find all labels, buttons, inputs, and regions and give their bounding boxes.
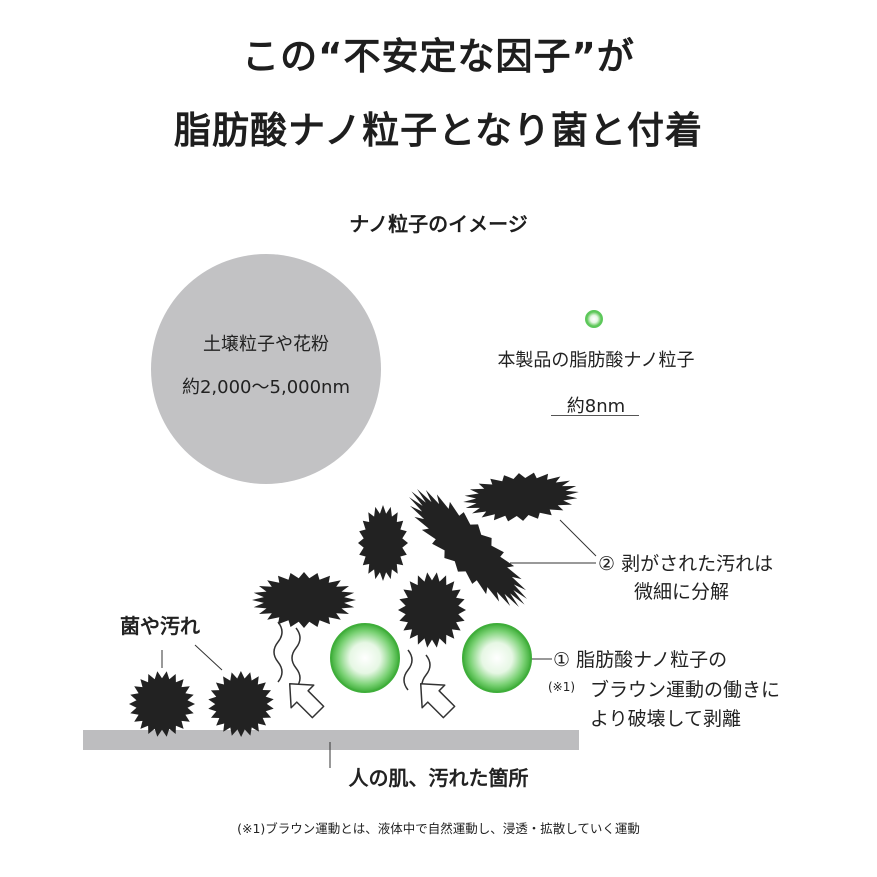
step1-marker: ① <box>553 649 571 671</box>
step2-text-line1: 剥がされた汚れは <box>621 553 774 575</box>
step1-text-line2: ブラウン運動の働きに <box>590 679 781 701</box>
step1-text-line3: より破壊して剥離 <box>590 708 742 730</box>
bacteria-dirt-label: 菌や汚れ <box>120 614 200 638</box>
step2-label: ② 剥がされた汚れは <box>598 550 773 578</box>
dirt-spiky-icon <box>358 505 408 581</box>
arrow-icon <box>419 682 456 719</box>
footnote: (※1)ブラウン運動とは、液体中で自然運動し、浸透・拡散していく運動 <box>237 821 640 836</box>
step2-pointer-line <box>559 519 597 557</box>
dirt-spiky-icon <box>208 670 274 738</box>
dirt-spiky-icon <box>409 489 527 607</box>
nano-particle-icon <box>330 623 400 693</box>
large-particle-name: 土壌粒子や花粉 <box>203 334 329 355</box>
nano-particle-size: 約8nm <box>566 396 626 417</box>
main-title-line1: この“不安定な因子”が <box>242 35 635 78</box>
step1-label: ① 脂肪酸ナノ粒子の <box>553 646 727 674</box>
step2-marker: ② <box>598 553 616 575</box>
skin-surface <box>83 730 579 750</box>
nano-particle-icon <box>585 310 603 328</box>
bacteria-pointer-line <box>194 644 223 671</box>
step1-text-line1: 脂肪酸ナノ粒子の <box>576 649 728 671</box>
wavy-motion-icon <box>273 621 283 683</box>
arrow-icon <box>288 682 325 719</box>
nano-particle-icon <box>462 623 532 693</box>
dirt-spiky-icon <box>129 671 195 737</box>
wavy-motion-icon <box>291 627 301 689</box>
dirt-spiky-icon <box>398 572 466 648</box>
nano-particle-name: 本製品の脂肪酸ナノ粒子 <box>497 350 695 371</box>
dirt-spiky-icon <box>463 472 579 522</box>
nano-size-underline <box>551 415 639 416</box>
skin-label: 人の肌、汚れた箇所 <box>348 766 529 790</box>
large-particle-size: 約2,000〜5,000nm <box>181 377 350 398</box>
step1-note: (※1) <box>548 680 576 694</box>
main-title-line2: 脂肪酸ナノ粒子となり菌と付着 <box>173 109 704 152</box>
large-particle-circle <box>151 254 381 484</box>
dirt-spiky-icon <box>252 572 356 628</box>
wavy-motion-icon <box>403 649 413 691</box>
section-title: ナノ粒子のイメージ <box>349 212 528 236</box>
step2-text-line2: 微細に分解 <box>634 581 730 603</box>
